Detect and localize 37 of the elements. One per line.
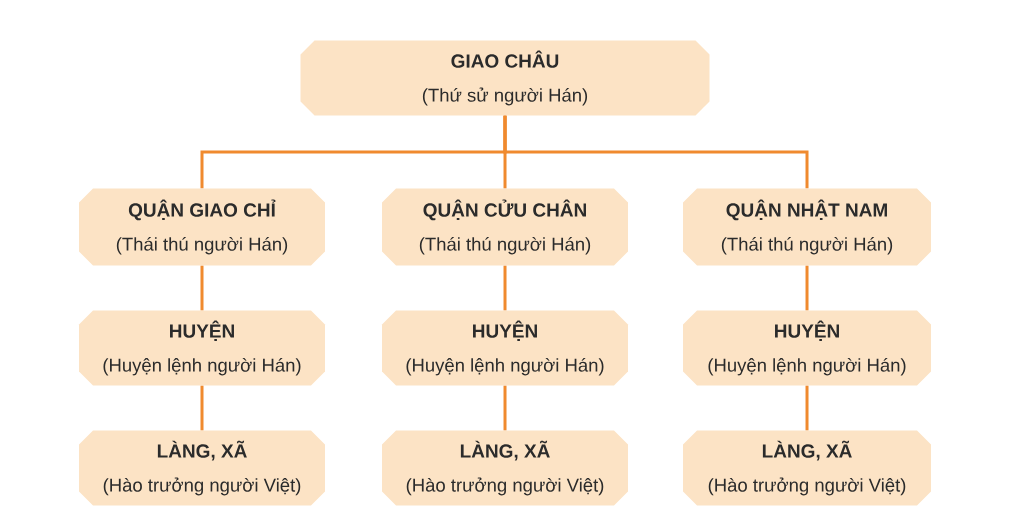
box-heading: LÀNG, XÃ — [157, 440, 247, 461]
box-heading: LÀNG, XÃ — [762, 440, 852, 461]
box-heading: HUYỆN — [473, 320, 537, 341]
connector-line — [503, 385, 507, 431]
box-subtitle: (Thái thú người Hán) — [721, 236, 893, 255]
box-subtitle: (Thái thú người Hán) — [116, 236, 288, 255]
box-heading: LÀNG, XÃ — [460, 440, 550, 461]
org-box — [683, 188, 931, 266]
org-box — [382, 430, 628, 506]
box-subtitle: (Hào trưởng người Việt) — [103, 477, 301, 496]
connector-line — [503, 115, 809, 189]
box-subtitle: (Hào trưởng người Việt) — [708, 477, 906, 496]
connector-line — [200, 385, 204, 431]
connector-line — [200, 265, 204, 311]
box-subtitle: (Hào trưởng người Việt) — [406, 477, 604, 496]
org-box — [382, 310, 628, 386]
org-box — [683, 310, 931, 386]
box-subtitle: (Huyện lệnh người Hán) — [708, 357, 906, 376]
connector-line — [805, 265, 809, 311]
org-box — [382, 188, 628, 266]
box-heading: GIAO CHÂU — [451, 50, 559, 68]
connector-line — [805, 385, 809, 431]
org-box — [683, 430, 931, 506]
box-subtitle: (Huyện lệnh người Hán) — [103, 357, 301, 376]
box-subtitle: (Thái thú người Hán) — [419, 236, 591, 255]
box-subtitle: (Thứ sử người Hán) — [422, 87, 588, 106]
org-box — [79, 430, 325, 506]
org-box — [300, 40, 710, 116]
connector-line — [503, 265, 507, 311]
org-box — [79, 310, 325, 386]
box-heading: HUYỆN — [775, 320, 839, 341]
org-box — [79, 188, 325, 266]
box-heading: HUYỆN — [170, 320, 234, 341]
box-heading: QUẬN NHẬT NAM — [726, 199, 887, 221]
box-heading: QUẬN CỬU CHÂN — [423, 199, 586, 221]
box-heading: QUẬN GIAO CHỈ — [128, 199, 276, 221]
box-subtitle: (Huyện lệnh người Hán) — [406, 357, 604, 376]
